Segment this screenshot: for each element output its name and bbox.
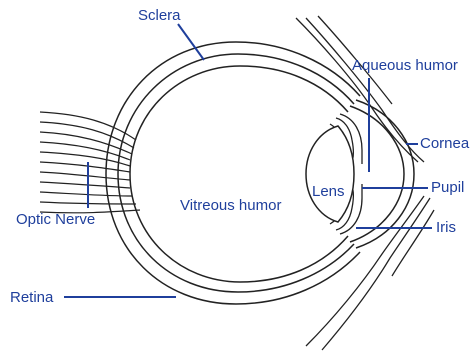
pupil-label: Pupil (431, 180, 464, 195)
lens-label: Lens (312, 184, 345, 199)
lens-shape (306, 126, 354, 222)
cornea-label: Cornea (420, 136, 469, 151)
iris-label: Iris (436, 220, 456, 235)
sclera-label: Sclera (138, 8, 181, 23)
sclera-leader (178, 24, 204, 60)
vitreous-humor-label: Vitreous humor (180, 198, 281, 213)
optic-nerve-label: Optic Nerve (16, 212, 95, 227)
aqueous-humor-label: Aqueous humor (352, 58, 458, 73)
retina-label: Retina (10, 290, 53, 305)
optic-nerve-fibers (40, 112, 140, 213)
